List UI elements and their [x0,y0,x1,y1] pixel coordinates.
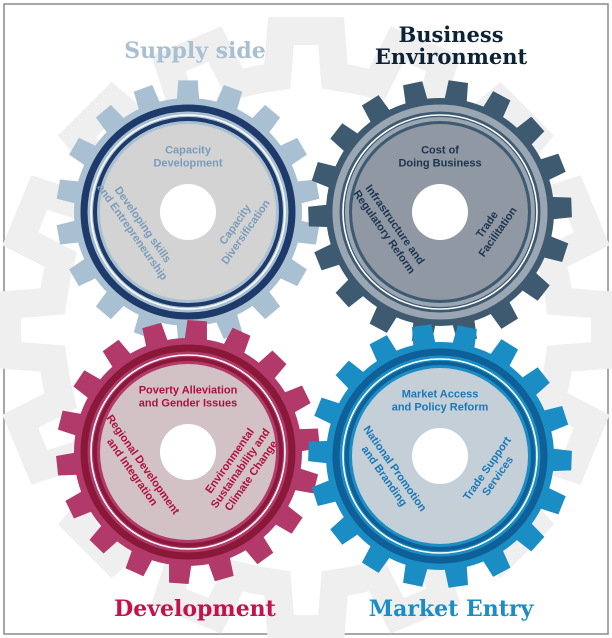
gear-center-hole-supply [160,184,216,240]
gear-label-top-supply-line-1: Capacity [165,145,212,157]
title-business-line-2: Environment [375,44,528,69]
title-market-entry: Market Entry [369,596,535,622]
gear-ring-line-b-supply [93,117,283,307]
gear-label-top-market-line-1: Market Access [402,389,479,401]
gear-outer-ring-development [80,344,296,560]
gear-label-top-market-line-2: and Policy Reform [392,402,489,414]
gear-label-top-supply-line-2: Development [153,158,222,170]
gear-center-hole-business [412,184,468,240]
gear-outer-ring-market [332,348,548,564]
title-supply-side: Supply side [124,38,266,64]
gear-label-top-business-line-1: Cost of [421,145,459,157]
gear-ring-line-a-business [342,114,538,310]
gear-center-hole-development [160,424,216,480]
gear-ring-line-a-market [342,358,538,554]
gear-label-top-business-line-2: Doing Business [398,158,481,170]
gear-ring-line-a-supply [90,114,286,310]
gear-ring-line-b-development [93,357,283,547]
gear-ring-line-b-business [345,117,535,307]
gear-ring-line-a-development [90,354,286,550]
title-business-line-1: Business [398,22,503,47]
gear-ring-line-b-market [345,361,535,551]
gear-center-hole-market [412,428,468,484]
gear-label-top-development-line-2: and Gender Issues [139,398,237,410]
title-development: Development [114,596,277,622]
gear-outer-ring-supply [80,104,296,320]
gear-outer-ring-business [332,104,548,320]
gear-label-top-development-line-1: Poverty Alleviation [139,385,238,397]
